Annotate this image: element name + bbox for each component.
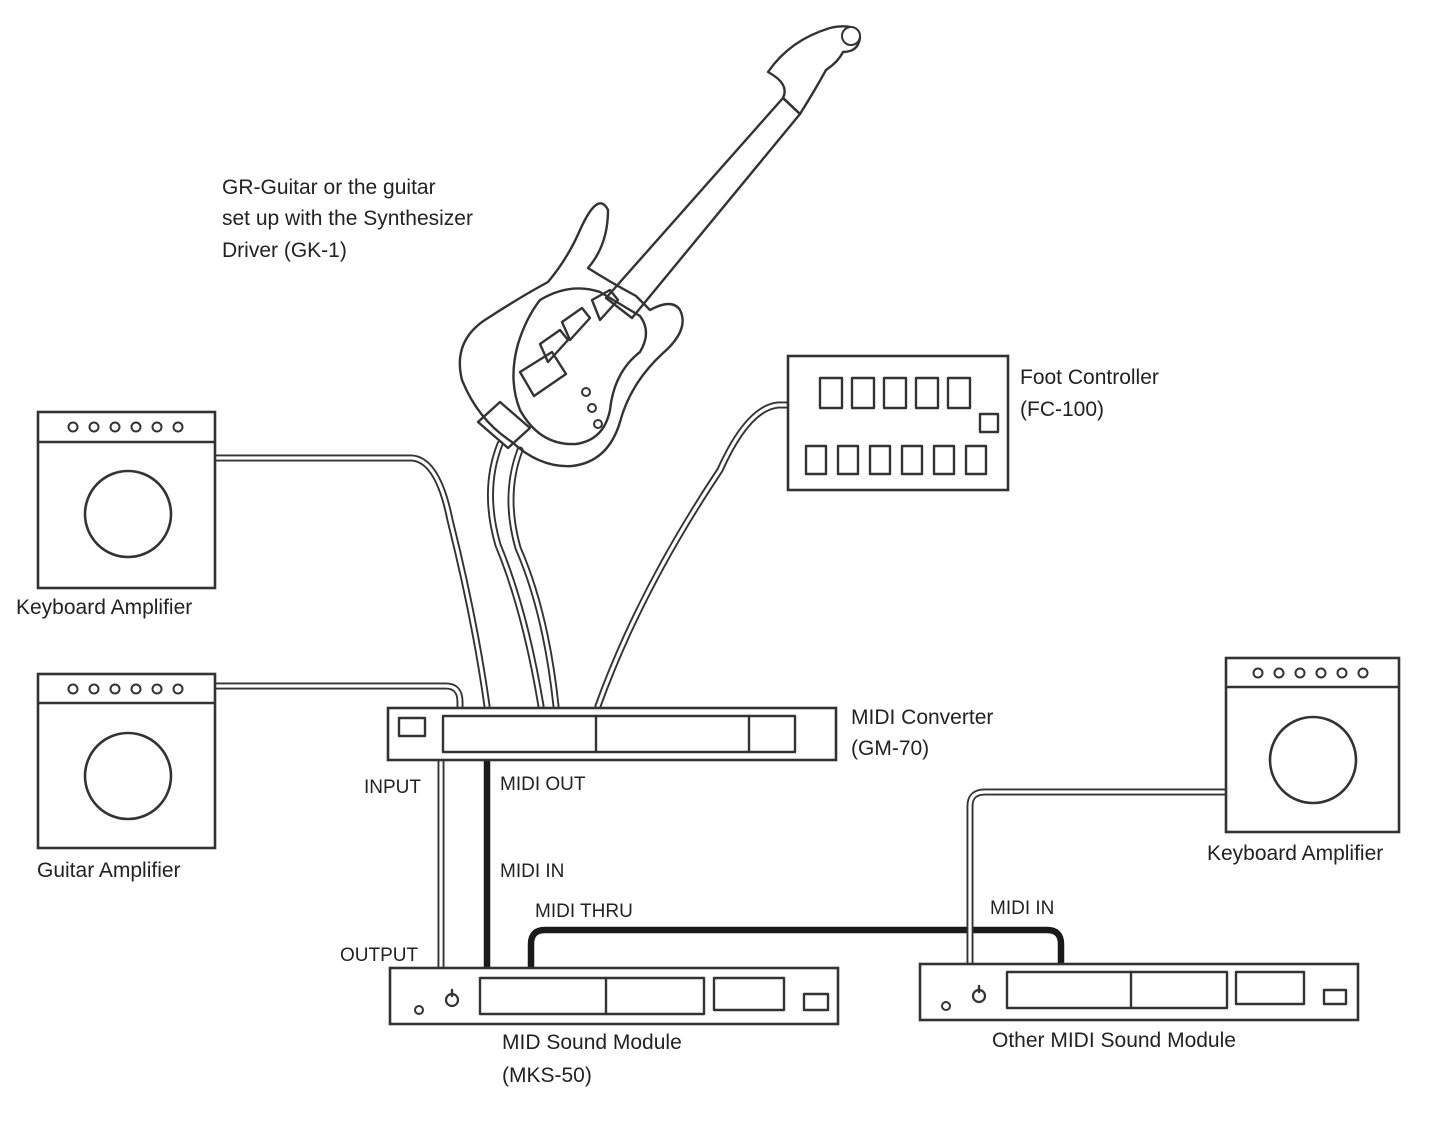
foot-controller [786, 354, 1010, 492]
amp-knobs [1252, 667, 1369, 679]
guitar-amp-label: Guitar Amplifier [37, 859, 181, 882]
sound-module-model: (MKS-50) [502, 1064, 592, 1087]
input-port-label: INPUT [364, 777, 421, 798]
midi-in-port-label: MIDI IN [500, 861, 564, 882]
amp-knobs [67, 421, 184, 433]
other-module-label: Other MIDI Sound Module [992, 1029, 1236, 1052]
speaker-icon [1268, 715, 1358, 805]
keyboard-amplifier-left [36, 410, 217, 590]
keyboard-amp-right-label: Keyboard Amplifier [1207, 842, 1383, 865]
amp-knobs [67, 683, 184, 695]
guitar-illustration [458, 25, 862, 468]
cable-keyboard-amp-right [966, 788, 1232, 969]
midi-converter-label: MIDI Converter [851, 706, 993, 729]
cable-guitar [486, 440, 560, 710]
speaker-icon [83, 731, 173, 821]
keyboard-amp-left-label: Keyboard Amplifier [16, 596, 192, 619]
guitar-amplifier [36, 672, 217, 850]
output-port-label: OUTPUT [340, 945, 419, 966]
foot-controller-model: (FC-100) [1020, 398, 1104, 421]
cable-guitar-amp [211, 682, 464, 712]
other-midi-sound-module [918, 962, 1360, 1022]
guitar-label-line3: Driver (GK-1) [222, 239, 347, 262]
foot-controller-label: Foot Controller [1020, 366, 1159, 389]
speaker-icon [83, 469, 173, 559]
midi-converter [386, 706, 838, 762]
guitar-label-line1: GR-Guitar or the guitar [222, 176, 436, 199]
midi-out-port-label: MIDI OUT [500, 774, 586, 795]
keyboard-amplifier-right [1224, 656, 1401, 834]
midi-in-port-other-label: MIDI IN [990, 898, 1054, 919]
power-indicator-icon [414, 1005, 424, 1015]
cable-midi-thru [527, 926, 1065, 972]
guitar-label-line2: set up with the Synthesizer [222, 207, 473, 230]
sound-module-label: MID Sound Module [502, 1031, 682, 1054]
sound-module-mks50 [388, 966, 840, 1026]
midi-converter-model: (GM-70) [851, 737, 929, 760]
power-indicator-icon [941, 1001, 951, 1011]
cables [211, 401, 1232, 972]
cable-foot-controller [594, 401, 794, 710]
midi-thru-port-label: MIDI THRU [535, 901, 633, 922]
foot-controller-pedals-bottom [804, 444, 988, 476]
foot-controller-pedals-top [818, 376, 1000, 434]
cable-keyboard-amp-left [211, 454, 491, 710]
